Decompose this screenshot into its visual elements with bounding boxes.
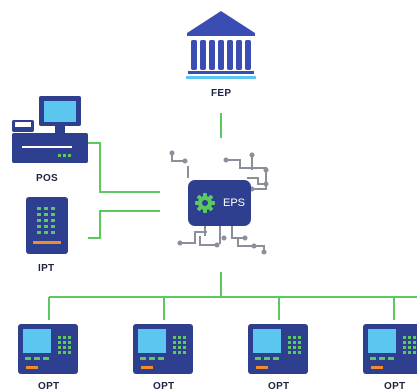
eps-label: EPS	[223, 197, 246, 209]
connector-pos-eps	[88, 142, 160, 193]
pos-label: POS	[36, 173, 59, 184]
opt-terminal-icon-1	[18, 324, 78, 374]
gear-icon	[195, 193, 215, 213]
opt-label-1: OPT	[38, 381, 60, 390]
opt-terminal-icon-3	[248, 324, 308, 374]
connector-ipt-eps	[88, 210, 160, 239]
opt-terminal-icon-2	[133, 324, 193, 374]
ipt-label: IPT	[38, 263, 55, 274]
opt-label-2: OPT	[153, 381, 175, 390]
connectors	[48, 113, 417, 320]
bank-icon	[186, 11, 256, 79]
fep-label: FEP	[211, 88, 232, 99]
ipt-terminal-icon	[26, 197, 68, 254]
opt-label-4: OPT	[384, 381, 406, 390]
opt-label-3: OPT	[268, 381, 290, 390]
pos-terminal-icon	[12, 96, 88, 163]
opt-terminal-icon-4	[363, 324, 417, 374]
eps-hub	[188, 180, 251, 226]
